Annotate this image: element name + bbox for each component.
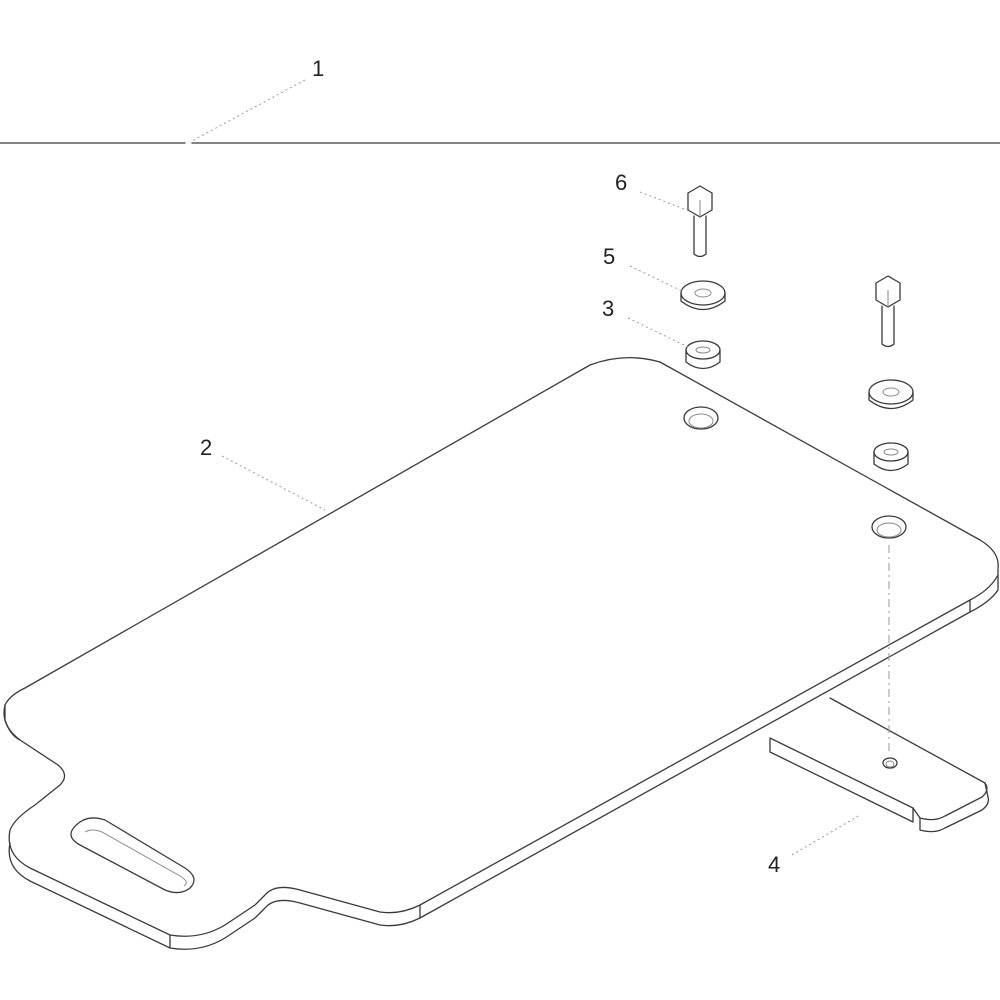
callout-2: 2 — [200, 435, 212, 460]
support-bar — [769, 697, 990, 833]
spacer-left — [685, 340, 721, 370]
bolt-right — [875, 275, 901, 348]
callout-5: 5 — [603, 244, 615, 269]
callout-1: 1 — [312, 56, 324, 81]
spacer-right — [873, 442, 909, 472]
leader-lines — [189, 79, 861, 856]
callout-6: 6 — [615, 170, 627, 195]
washer-right — [868, 379, 914, 410]
washer-left — [680, 280, 726, 311]
callout-4: 4 — [768, 852, 780, 877]
base-plate — [3, 357, 999, 950]
bolt-left — [687, 185, 713, 258]
callout-3: 3 — [602, 296, 614, 321]
